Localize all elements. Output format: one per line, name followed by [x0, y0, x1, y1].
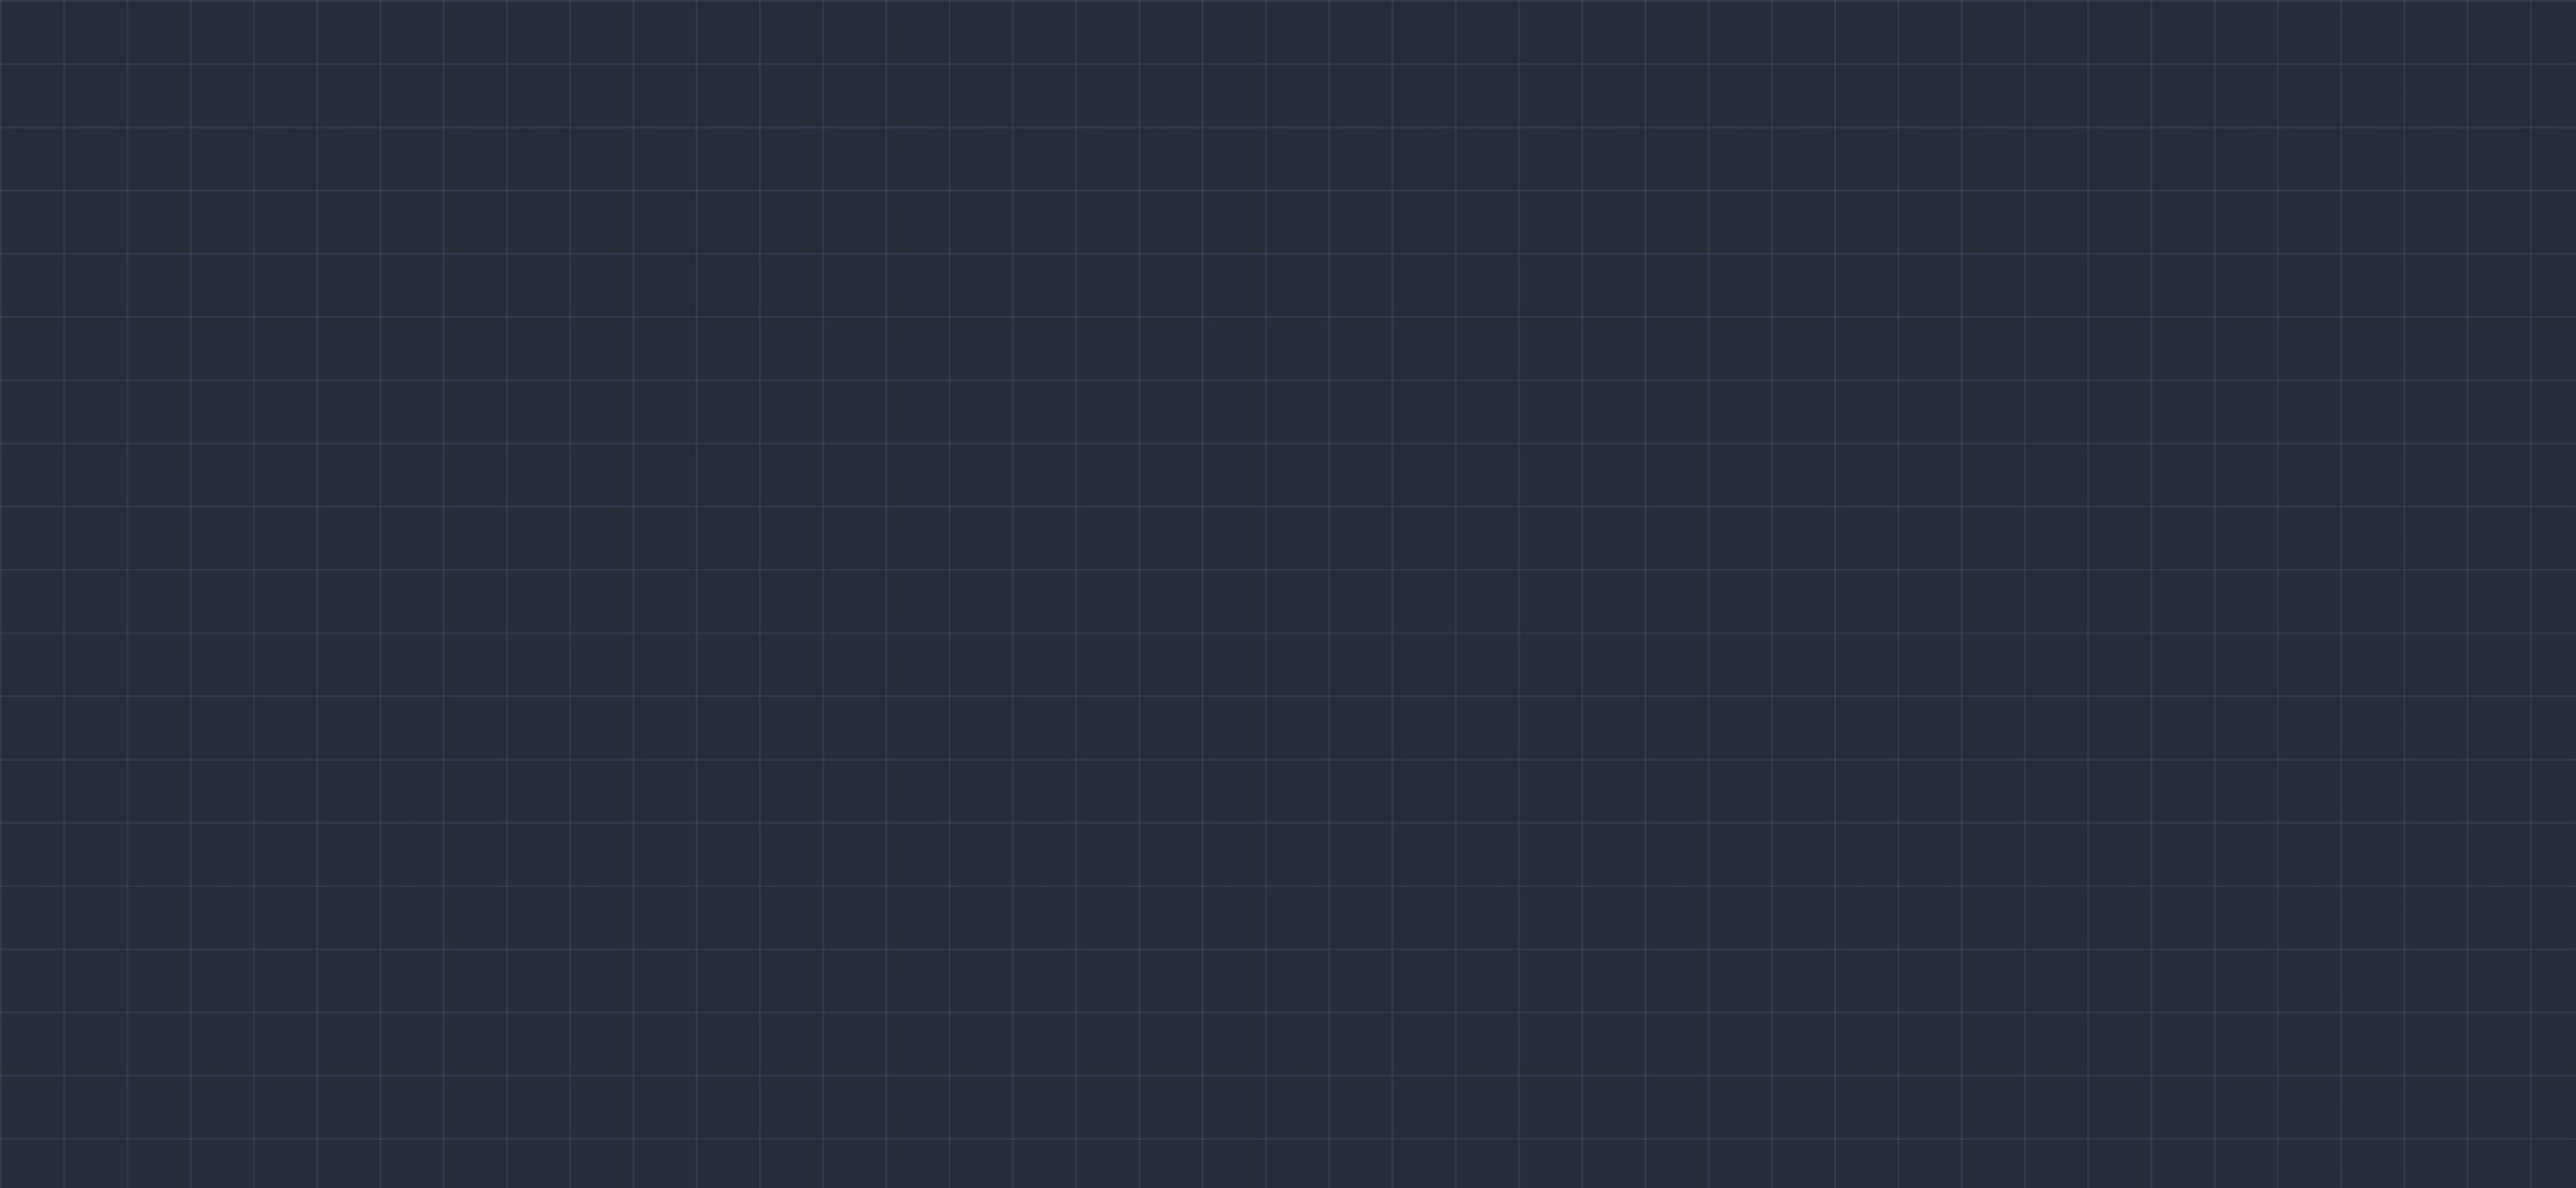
game-viewport	[0, 0, 2576, 1188]
connection-wires	[0, 0, 2576, 1188]
node-graph-canvas[interactable]	[0, 0, 2576, 1188]
